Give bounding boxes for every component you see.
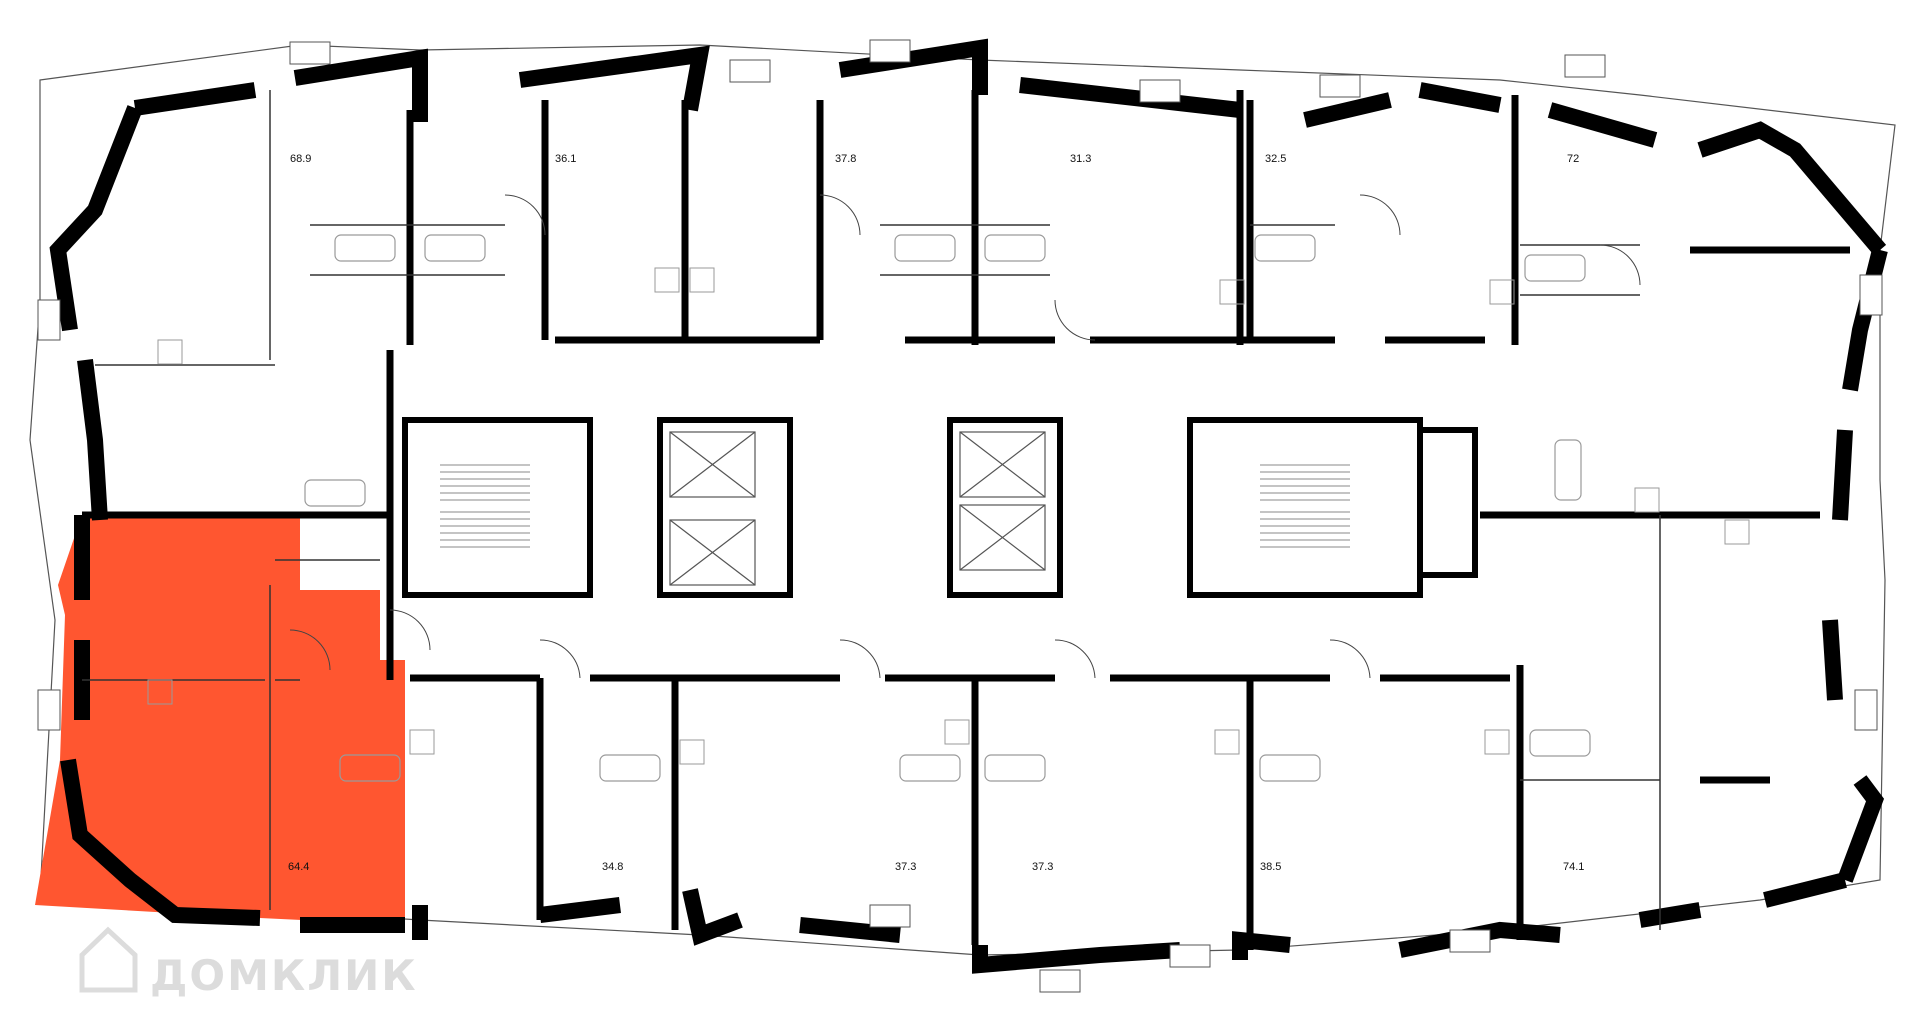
area-label-34-8[interactable]: 34.8: [602, 861, 623, 873]
area-label-37-3-a[interactable]: 37.3: [895, 861, 916, 873]
area-label-31-3[interactable]: 31.3: [1070, 153, 1091, 165]
area-label-37-3-b[interactable]: 37.3: [1032, 861, 1053, 873]
area-label-64-4[interactable]: 64.4: [288, 861, 309, 873]
watermark: ДОМКЛИК: [79, 926, 418, 1000]
area-label-37-8[interactable]: 37.8: [835, 153, 856, 165]
area-label-72[interactable]: 72: [1567, 153, 1579, 165]
area-label-68-9[interactable]: 68.9: [290, 153, 311, 165]
stove-icons: [147, 267, 1750, 765]
door-swings: [289, 194, 1641, 679]
house-logo-icon: [79, 926, 138, 993]
area-labels: 68.9 36.1 37.8 31.3 32.5 72 64.4 34.8 37…: [288, 153, 1584, 873]
stair-treads: [440, 464, 1350, 548]
window-icons: [37, 39, 1883, 993]
area-label-38-5[interactable]: 38.5: [1260, 861, 1281, 873]
area-label-32-5[interactable]: 32.5: [1265, 153, 1286, 165]
watermark-text: ДОМКЛИК: [150, 951, 418, 1000]
interior-walls: [82, 90, 1850, 950]
core: [402, 417, 1478, 598]
area-label-74-1[interactable]: 74.1: [1563, 861, 1584, 873]
bathtub-icons: [304, 234, 1591, 782]
outer-walls: [49, 38, 1888, 974]
elevator-shafts: [669, 431, 1046, 586]
partition-lines: [82, 90, 1661, 930]
selected-apartment-highlight[interactable]: [35, 515, 405, 925]
area-label-36-1[interactable]: 36.1: [555, 153, 576, 165]
